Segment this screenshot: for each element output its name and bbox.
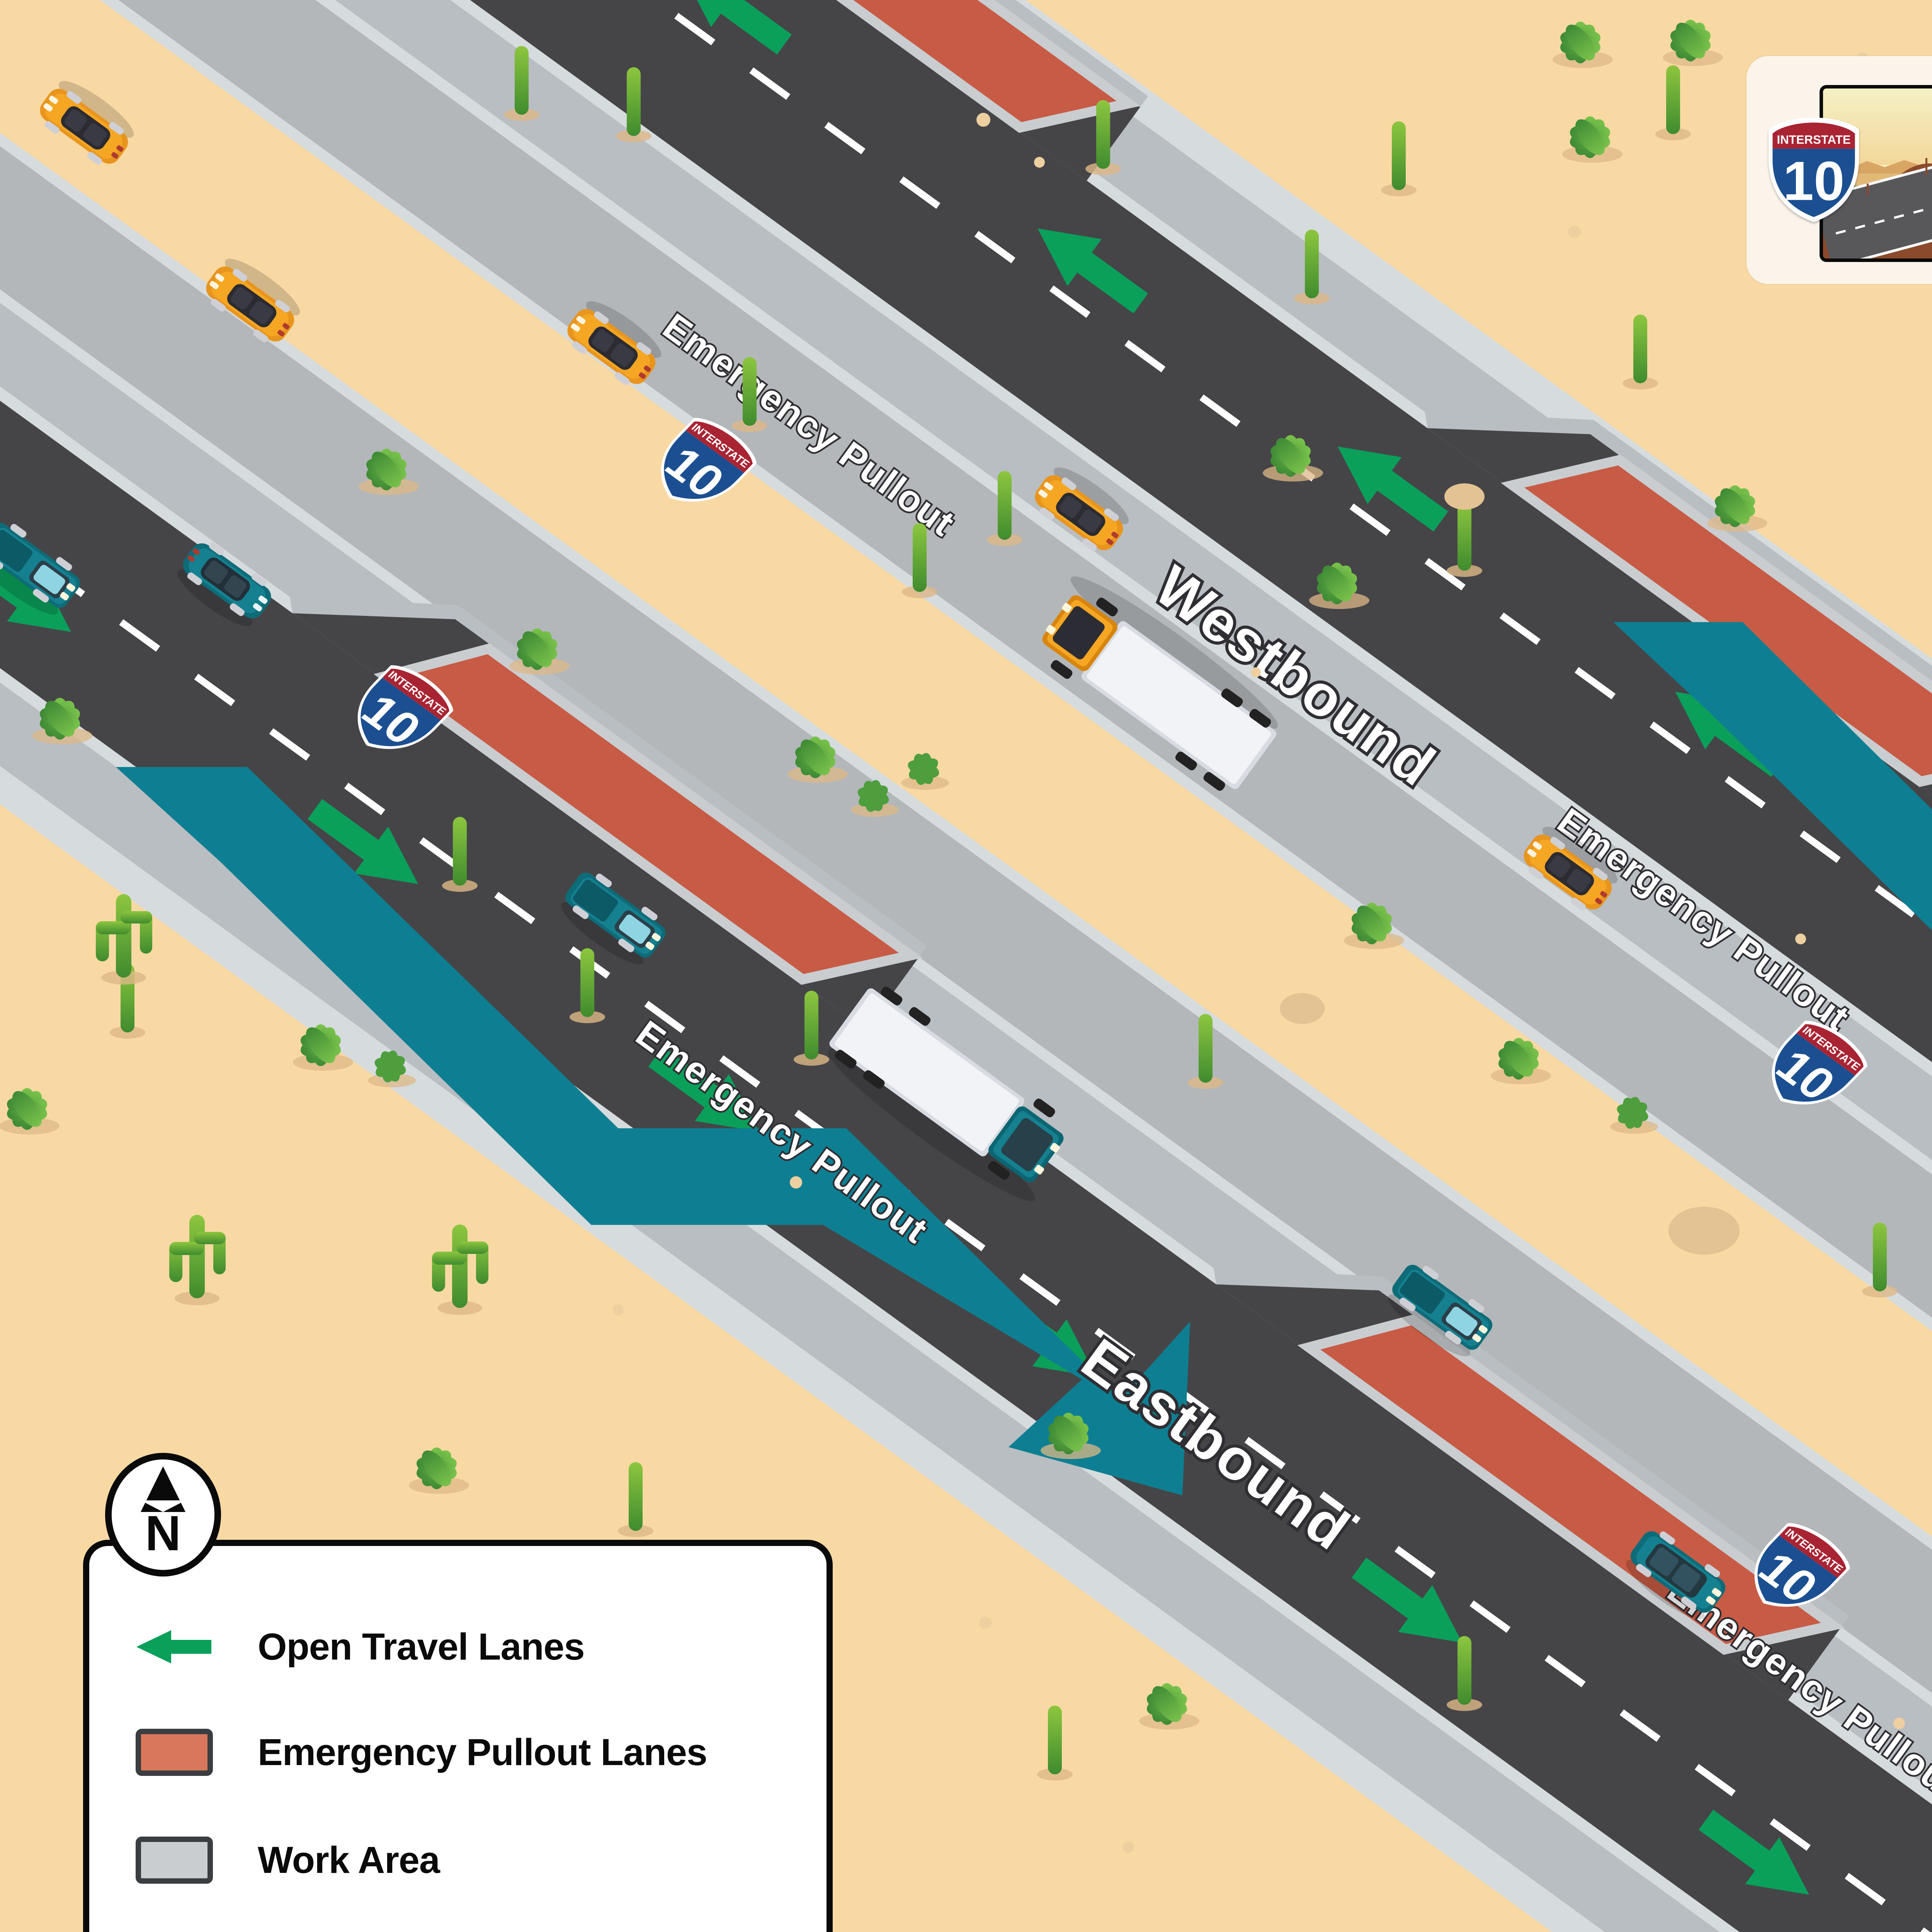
vehicle-semi-truck-orange — [1020, 564, 1291, 799]
interstate-shield-icon: INTERSTATE 10 — [1769, 117, 1859, 222]
legend-label: Work Area — [258, 1838, 440, 1881]
swatch-icon — [136, 1729, 213, 1776]
vehicle-car-orange — [198, 250, 308, 351]
vehicle-car-orange — [32, 72, 141, 173]
direction-arrow-westbound — [1613, 622, 1932, 930]
legend-swatch — [136, 1729, 240, 1776]
shield-top-text: INTERSTATE — [1777, 133, 1850, 146]
vehicle-semi-truck-teal — [815, 978, 1085, 1214]
compass-rose: N — [105, 1453, 221, 1577]
green-arrow-icon — [136, 1630, 211, 1663]
swatch-icon — [136, 1836, 213, 1884]
vehicle-car-orange — [1027, 459, 1136, 560]
legend-item-open-travel-lanes: Open Travel Lanes — [136, 1625, 827, 1668]
interstate-shield-icon: INTERSTATE 10 — [1766, 1020, 1868, 1110]
north-needle-icon — [141, 1466, 185, 1512]
corridor-logo: INTERSTATE 10 — [1764, 85, 1932, 262]
corridor-photo — [1820, 85, 1932, 262]
vehicle-car-orange — [560, 293, 669, 393]
direction-arrow-eastbound — [116, 767, 1190, 1495]
interstate-shield-icon: INTERSTATE 10 — [352, 665, 454, 755]
shield-number: 10 — [1783, 151, 1844, 212]
legend-item-work-area: Work Area — [136, 1836, 827, 1884]
legend-swatch — [136, 1836, 240, 1884]
vehicle-car-teal — [170, 534, 279, 635]
header-badge: INTERSTATE 10 I-10 LOOP 202 TO SR-387 WI… — [1747, 56, 1932, 284]
compass-north-letter: N — [145, 1506, 181, 1561]
vehicle-suv-teal — [1618, 1523, 1733, 1628]
vehicle-pickup-teal — [0, 514, 87, 624]
legend-label: Emergency Pullout Lanes — [258, 1731, 707, 1773]
vehicle-pickup-teal — [1379, 1256, 1500, 1366]
legend-swatch — [136, 1626, 240, 1668]
interstate-shield-icon: INTERSTATE 10 — [655, 418, 757, 507]
vehicle-car-orange — [1516, 818, 1625, 919]
legend-item-emergency-pullout-lanes: Emergency Pullout Lanes — [136, 1729, 827, 1776]
map-legend: Open Travel Lanes Emergency Pullout Lane… — [83, 1540, 833, 1932]
vehicle-pickup-teal — [553, 864, 673, 974]
legend-label: Open Travel Lanes — [258, 1625, 585, 1668]
